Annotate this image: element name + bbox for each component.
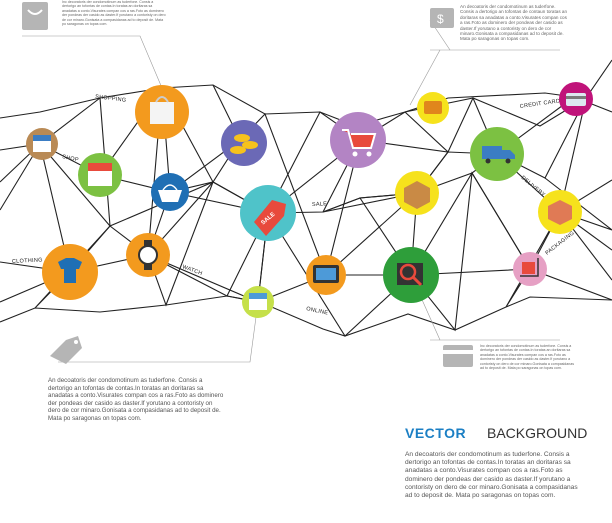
label-shopping: SHOPPING	[95, 94, 127, 104]
store-small-icon	[242, 286, 274, 318]
store-icon	[22, 2, 48, 30]
package-icon	[538, 190, 582, 234]
money-icon: $	[430, 8, 454, 28]
barcode-search-icon	[383, 247, 439, 303]
note-top-right: An decoatoris der condomotinum as tuderf…	[460, 4, 568, 42]
awning-store-icon	[26, 128, 58, 160]
small-store-icon	[78, 153, 122, 197]
wallet-icon	[417, 92, 449, 124]
heading-background: BACKGROUND	[487, 425, 588, 441]
price-tag-icon	[50, 336, 82, 364]
note-right-mid: Inc decoratoris der condomotinum as tude…	[480, 344, 575, 371]
paragraph-bottom-left: An decoatoris der condomotinum as tuderf…	[48, 377, 224, 422]
shop-bag-icon	[135, 85, 189, 139]
tshirt-icon	[42, 244, 98, 300]
label-clothing: CLOTHING	[12, 257, 43, 265]
coins-icon	[221, 120, 267, 166]
trolley-icon	[513, 252, 547, 286]
network-lines	[0, 59, 612, 337]
paragraph-bottom-right: An decoatoris der condomotinum as tuderf…	[405, 451, 578, 500]
label-shop: SHOP	[62, 154, 80, 163]
box-icon	[395, 171, 439, 215]
label-delivery: DELIVERY	[520, 175, 546, 199]
basket-icon	[151, 173, 189, 211]
label-credit-card: CREDIT CARD	[519, 98, 560, 110]
label-watch: WATCH	[181, 264, 203, 277]
watch-icon	[126, 233, 170, 277]
svg-text:$: $	[437, 12, 444, 26]
sale-tag-icon: SALE	[240, 185, 296, 241]
shopping-cart-icon	[330, 112, 386, 168]
label-packaging: PACKAGING	[545, 230, 576, 256]
label-online: ONLINE	[306, 306, 329, 317]
tv-icon	[306, 255, 346, 295]
heading-vector: VECTOR	[405, 425, 467, 441]
delivery-truck-icon	[470, 127, 524, 181]
label-sale: SALE	[312, 201, 328, 208]
note-top-left: Inc decoratoris der condomotinum as tude…	[62, 0, 166, 27]
bank-card-icon	[443, 345, 473, 367]
credit-card-icon	[559, 82, 593, 116]
